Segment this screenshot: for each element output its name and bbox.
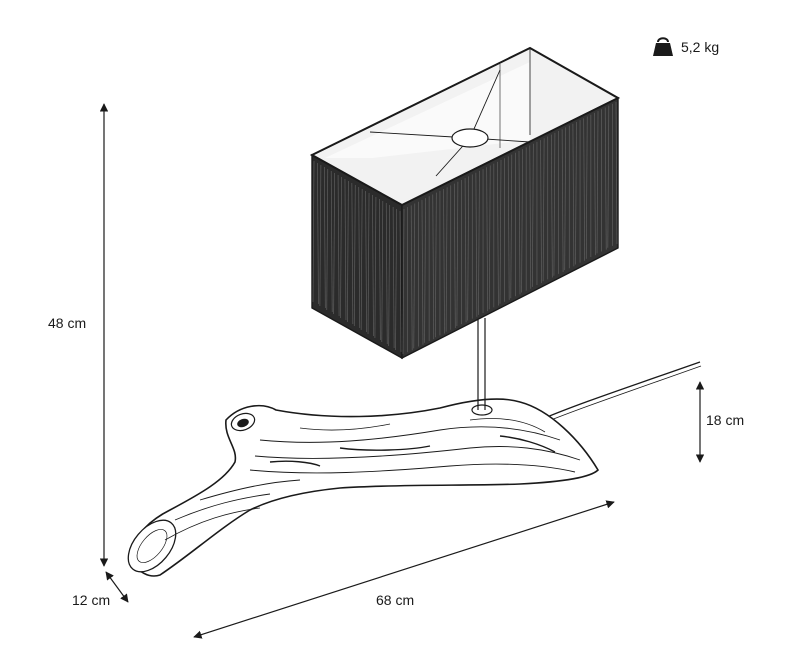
width-label: 68 cm — [376, 592, 415, 608]
power-cord-inner — [540, 365, 702, 425]
base-height-label: 18 cm — [706, 412, 745, 428]
driftwood-base — [127, 398, 600, 577]
weight-indicator: 5,2 kg — [653, 36, 719, 58]
power-cord — [539, 361, 701, 421]
height-label: 48 cm — [48, 315, 87, 331]
weight-icon — [653, 37, 673, 56]
weight-label: 5,2 kg — [681, 39, 720, 55]
lampshade — [309, 46, 621, 360]
weight-icon-spacer — [653, 36, 675, 58]
lamp-stem — [477, 318, 486, 410]
width-arrow — [193, 500, 615, 639]
depth-label: 12 cm — [72, 592, 111, 608]
depth-arrow — [105, 571, 129, 603]
